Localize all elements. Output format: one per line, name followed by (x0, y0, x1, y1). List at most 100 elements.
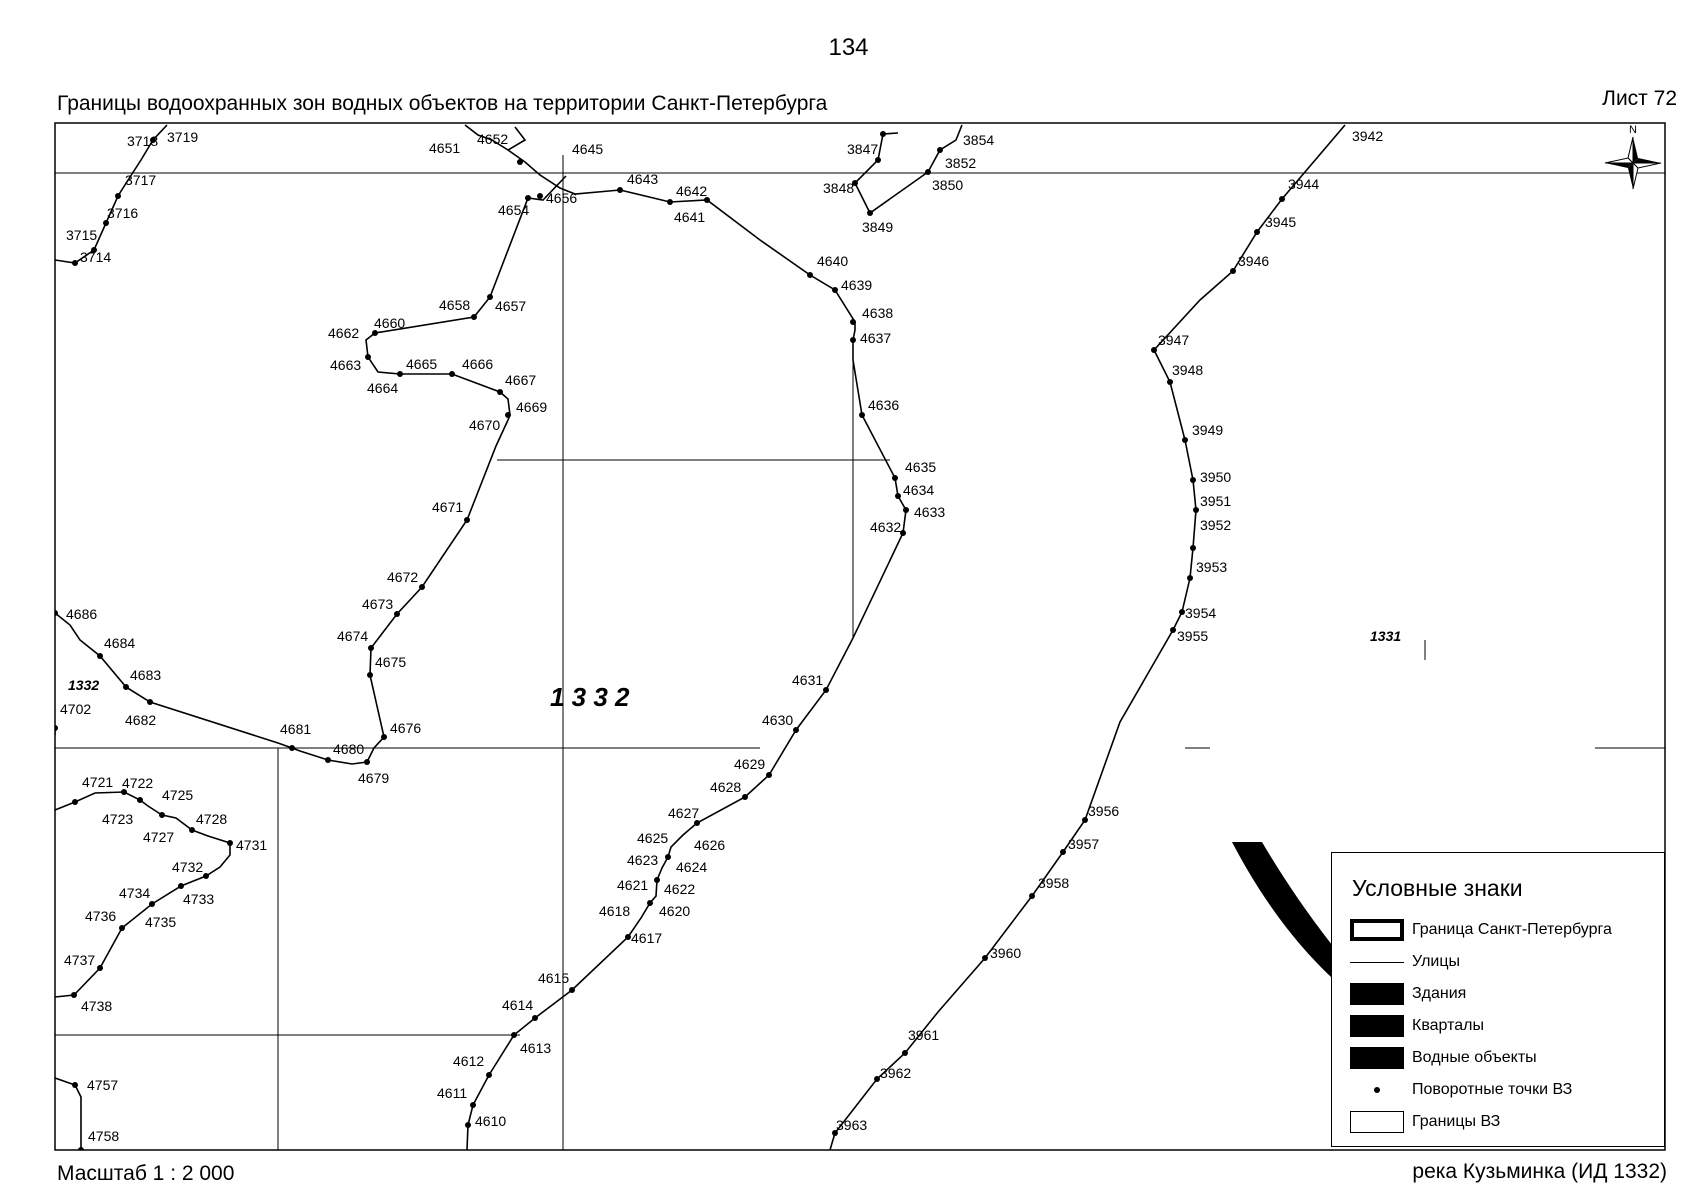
turn-point-label: 4735 (145, 914, 176, 930)
turn-point-label: 4676 (390, 720, 421, 736)
turn-point-label: 4638 (862, 305, 893, 321)
turn-point-label: 4667 (505, 372, 536, 388)
zone-label-main: 1 3 3 2 (550, 682, 630, 712)
north-label: N (1629, 124, 1637, 136)
turn-point-label: 4611 (437, 1085, 467, 1101)
zone-label-left: 1332 (68, 677, 99, 693)
turn-point-label: 3942 (1352, 128, 1383, 144)
turn-point-label: 3854 (963, 132, 994, 148)
turn-point-label: 3950 (1200, 469, 1231, 485)
turn-point-label: 4663 (330, 357, 361, 373)
turn-point-label: 4670 (469, 417, 500, 433)
page-number: 134 (828, 34, 869, 61)
building-symbol (1350, 983, 1404, 1005)
turn-point-label: 4733 (183, 891, 214, 907)
legend-label: Кварталы (1412, 1017, 1484, 1034)
zone-label-right: 1331 (1370, 628, 1401, 644)
turn-point-label: 4722 (122, 775, 153, 791)
legend-label: Поворотные точки ВЗ (1412, 1081, 1573, 1098)
turn-point-label: 4620 (659, 903, 690, 919)
turn-point-symbol (1374, 1087, 1380, 1093)
turn-point-label: 4642 (676, 183, 707, 199)
turn-point-label: 4675 (375, 654, 406, 670)
turn-point-label: 4734 (119, 885, 150, 901)
turn-point-label: 4682 (125, 712, 156, 728)
street-line-symbol (1350, 962, 1404, 963)
turn-point-label: 4666 (462, 356, 493, 372)
sheet-label: Лист 72 (1602, 87, 1677, 110)
turn-point-label: 3961 (908, 1027, 939, 1043)
turn-point-label: 4639 (841, 277, 872, 293)
turn-point-label: 4736 (85, 908, 116, 924)
turn-point-label: 3947 (1158, 332, 1189, 348)
spb-border-symbol (1350, 919, 1404, 941)
turn-point-label: 4615 (538, 970, 569, 986)
map-frame (54, 122, 1666, 1151)
turn-point-label: 4683 (130, 667, 161, 683)
turn-point-label: 4629 (734, 756, 765, 772)
turn-point-label: 3953 (1196, 559, 1227, 575)
turn-point-label: 3847 (847, 141, 878, 157)
turn-point-label: 4674 (337, 628, 368, 644)
legend-label: Граница Санкт-Петербурга (1412, 921, 1612, 938)
turn-point-label: 3718 (127, 133, 158, 149)
turn-point-label: 4630 (762, 712, 793, 728)
turn-point-label: 4632 (870, 519, 901, 535)
turn-point-label: 4643 (627, 171, 658, 187)
turn-point-label: 3716 (107, 205, 138, 221)
turn-point-label: 3717 (125, 172, 156, 188)
turn-point-label: 4640 (817, 253, 848, 269)
turn-point-label: 4641 (674, 209, 705, 225)
legend-label: Улицы (1412, 953, 1461, 970)
turn-point-label: 3956 (1088, 803, 1119, 819)
legend-label: Границы ВЗ (1412, 1113, 1501, 1130)
turn-point-label: 4723 (102, 811, 133, 827)
turn-point-label: 3848 (823, 180, 854, 196)
turn-point-label: 4658 (439, 297, 470, 313)
turn-point-label: 4757 (87, 1077, 118, 1093)
legend-item-wz-borders: Границы ВЗ (1350, 1109, 1660, 1137)
turn-point-label: 4612 (453, 1053, 484, 1069)
wz-border-symbol (1350, 1111, 1404, 1133)
turn-point-label: 4686 (66, 606, 97, 622)
turn-point-label: 4626 (694, 837, 725, 853)
turn-point-label: 4656 (546, 190, 577, 206)
turn-point-label: 4652 (477, 131, 508, 147)
north-arrow-icon: N (1604, 124, 1662, 190)
turn-point-label: 4731 (236, 837, 267, 853)
turn-point-label: 3850 (932, 177, 963, 193)
turn-point-label: 3951 (1200, 493, 1231, 509)
turn-point-label: 3852 (945, 155, 976, 171)
turn-point-label: 3963 (836, 1117, 867, 1133)
turn-point-label: 4645 (572, 141, 603, 157)
turn-point-label: 3849 (862, 219, 893, 235)
water-symbol (1350, 1047, 1404, 1069)
turn-point-label: 3945 (1265, 214, 1296, 230)
turn-point-label: 4660 (374, 315, 405, 331)
legend-item-spb-border: Граница Санкт-Петербурга (1350, 917, 1660, 945)
water-object (1232, 842, 1340, 985)
turn-point-label: 3948 (1172, 362, 1203, 378)
turn-point-label: 4732 (172, 859, 203, 875)
turn-point-label: 4622 (664, 881, 695, 897)
object-caption: река Кузьминка (ИД 1332) (1412, 1160, 1667, 1183)
turn-point-label: 3958 (1038, 875, 1069, 891)
legend-label: Водные объекты (1412, 1049, 1537, 1066)
turn-point-label: 4651 (429, 140, 460, 156)
turn-point-label: 4625 (637, 830, 668, 846)
map-title: Границы водоохранных зон водных объектов… (57, 92, 828, 115)
turn-point-label: 4680 (333, 741, 364, 757)
turn-point-label: 3957 (1068, 836, 1099, 852)
legend-title: Условные знаки (1352, 875, 1523, 901)
turn-point-label: 4738 (81, 998, 112, 1014)
turn-point-label: 3962 (880, 1065, 911, 1081)
turn-point-label: 4737 (64, 952, 95, 968)
turn-point-label: 4684 (104, 635, 135, 651)
turn-point-label: 4633 (914, 504, 945, 520)
turn-point-label: 3715 (66, 227, 97, 243)
turn-point-label: 3960 (990, 945, 1021, 961)
water-zone-boundaries (55, 124, 1346, 1150)
turn-point-label: 4665 (406, 356, 437, 372)
turn-point-label: 4702 (60, 701, 91, 717)
turn-point-markers (55, 131, 1285, 1150)
